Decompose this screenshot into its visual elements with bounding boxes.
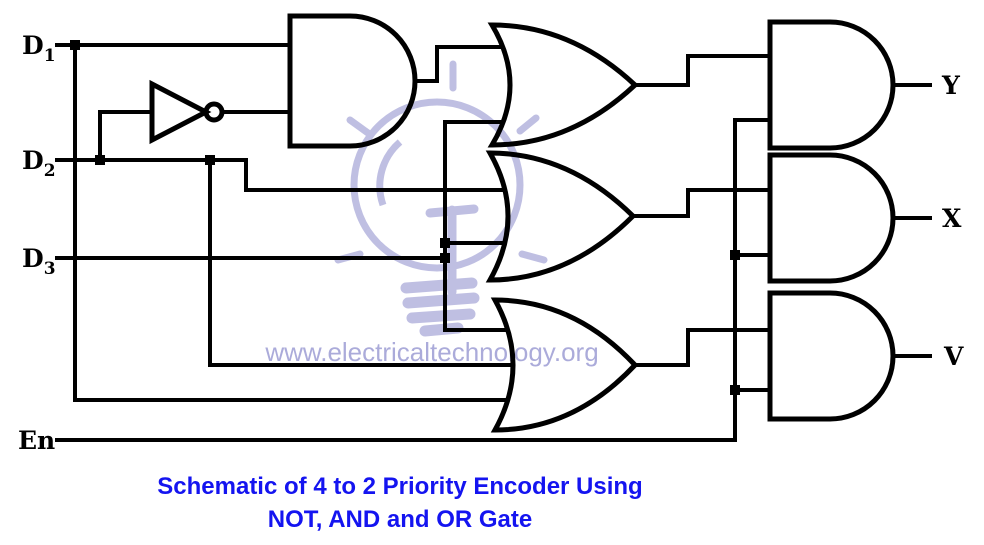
label-sub: 3 — [44, 259, 56, 279]
or-gate-x — [485, 150, 637, 283]
and-gate-y — [767, 19, 896, 151]
bulb-thread-icon — [402, 292, 480, 309]
input-label-d2: D2 — [22, 146, 56, 181]
wire-and1-out — [415, 45, 504, 83]
caption: Schematic of 4 to 2 Priority Encoder Usi… — [157, 473, 642, 533]
not-gate-bubble — [203, 101, 225, 123]
and-gate-x — [767, 152, 896, 284]
bulb-ray-icon — [518, 250, 548, 264]
junction-en-v — [730, 385, 740, 395]
input-labels: D1 D2 D3 En — [18, 31, 56, 455]
label-base: D — [22, 244, 44, 273]
junction-d3-column — [440, 253, 450, 263]
input-label-d1: D1 — [22, 31, 56, 66]
wire-or-x-out — [633, 188, 770, 218]
junction-en-x — [730, 250, 740, 260]
bulb-filament-bar-icon — [425, 204, 479, 218]
or-gate-v — [490, 297, 639, 433]
bulb-thread-icon — [406, 308, 476, 324]
wire-en — [55, 118, 770, 442]
wire-or-y-out — [635, 54, 770, 87]
junction-d1 — [70, 40, 80, 50]
bulb-thread-icon — [400, 277, 478, 294]
not-gate — [149, 79, 212, 145]
label-sub: 1 — [44, 46, 56, 66]
input-label-d3: D3 — [22, 244, 56, 279]
watermark-bulb-icon — [334, 60, 548, 337]
wire-d2 — [55, 158, 506, 192]
wire-or-v-out — [635, 328, 770, 367]
output-label-y: Y — [941, 71, 961, 100]
label-sub: 2 — [44, 161, 56, 181]
output-labels: Y X V — [941, 71, 964, 371]
wires — [55, 43, 932, 442]
junctions — [70, 40, 740, 395]
output-label-v: V — [943, 342, 964, 371]
wire-d3-column — [443, 120, 508, 332]
gates — [149, 13, 896, 433]
label-base: D — [22, 31, 44, 60]
and-gate-1 — [287, 13, 418, 149]
junction-d3-or-x — [440, 238, 450, 248]
bulb-ray-icon — [516, 114, 540, 135]
label-base: En — [18, 426, 55, 455]
caption-line-2: NOT, AND and OR Gate — [268, 506, 532, 533]
wire-d2-to-not — [98, 110, 152, 160]
junction-d2-branch — [205, 155, 215, 165]
junction-d2-not — [95, 155, 105, 165]
or-gate-y — [487, 22, 639, 148]
bulb-shine-icon — [376, 139, 403, 207]
input-label-en: En — [18, 426, 55, 455]
wire-d1-to-or-v — [73, 45, 508, 402]
watermark-text: www.electricaltechnology.org — [264, 337, 598, 367]
label-base: D — [22, 146, 44, 175]
output-label-x: X — [942, 204, 962, 233]
bulb-glass-icon — [350, 98, 524, 272]
caption-line-1: Schematic of 4 to 2 Priority Encoder Usi… — [157, 473, 642, 500]
wire-d2-to-or-v — [208, 160, 513, 367]
and-gate-v — [767, 290, 896, 422]
bulb-ray-icon — [346, 116, 372, 137]
